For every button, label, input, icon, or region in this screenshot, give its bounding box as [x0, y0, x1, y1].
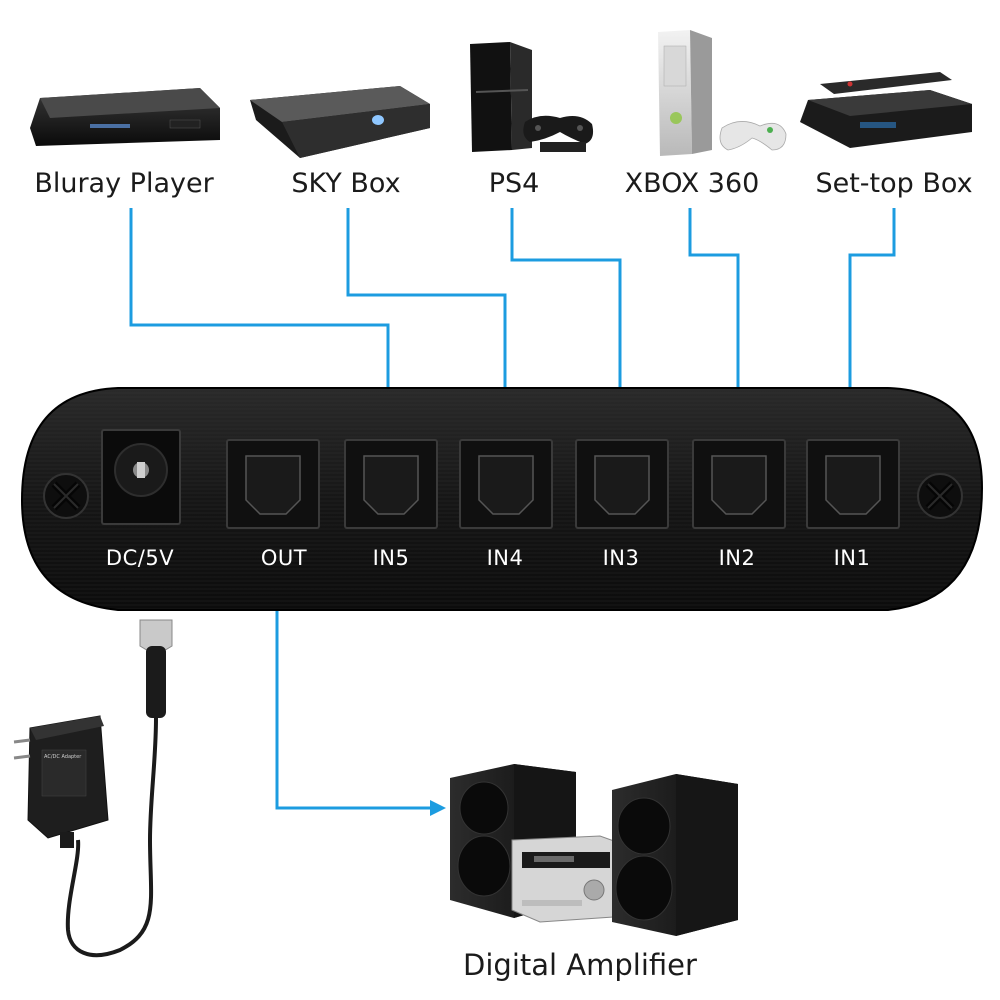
in4-port-label: IN4 — [486, 546, 524, 570]
in2-port-label: IN2 — [718, 546, 756, 570]
sky-box-image — [250, 86, 430, 158]
right-screw-icon — [917, 473, 963, 519]
optical-port-in5 — [344, 439, 438, 529]
xbox-to-in2-line — [688, 208, 746, 435]
optical-port-in3 — [575, 439, 669, 529]
settop-to-in1-line — [848, 208, 896, 435]
xbox-360-image — [658, 30, 787, 156]
in5-port-label: IN5 — [372, 546, 410, 570]
bluray-player-label: Bluray Player — [34, 168, 214, 199]
digital-amplifier-image — [450, 764, 738, 936]
adapter-sticker-title: AC/DC Adapter — [44, 754, 82, 760]
amplifier-arrow-icon — [430, 800, 446, 816]
optical-port-in2 — [692, 439, 786, 529]
left-screw-icon — [43, 473, 89, 519]
ps4-image — [470, 42, 594, 152]
ps4-label: PS4 — [488, 168, 540, 199]
sky-box-label: SKY Box — [291, 168, 401, 199]
optical-port-in4 — [459, 439, 553, 529]
bluray-player-image — [30, 88, 220, 146]
digital-amplifier-label: Digital Amplifier — [463, 948, 697, 982]
dc-port-label: DC/5V — [105, 546, 175, 570]
optical-port-in1 — [806, 439, 900, 529]
set-top-box-image — [800, 72, 972, 148]
ps4-to-in3-line — [510, 208, 628, 435]
optical-port-out — [226, 439, 320, 529]
sky-to-in4-line — [346, 208, 513, 435]
dc-jack-icon — [101, 429, 181, 525]
in1-port-label: IN1 — [833, 546, 871, 570]
bluray-to-in5-line — [129, 208, 396, 435]
set-top-box-label: Set-top Box — [815, 168, 973, 199]
out-port-label: OUT — [260, 546, 308, 570]
in3-port-label: IN3 — [602, 546, 640, 570]
xbox-360-label: XBOX 360 — [624, 168, 760, 199]
power-adapter-image — [13, 619, 173, 958]
